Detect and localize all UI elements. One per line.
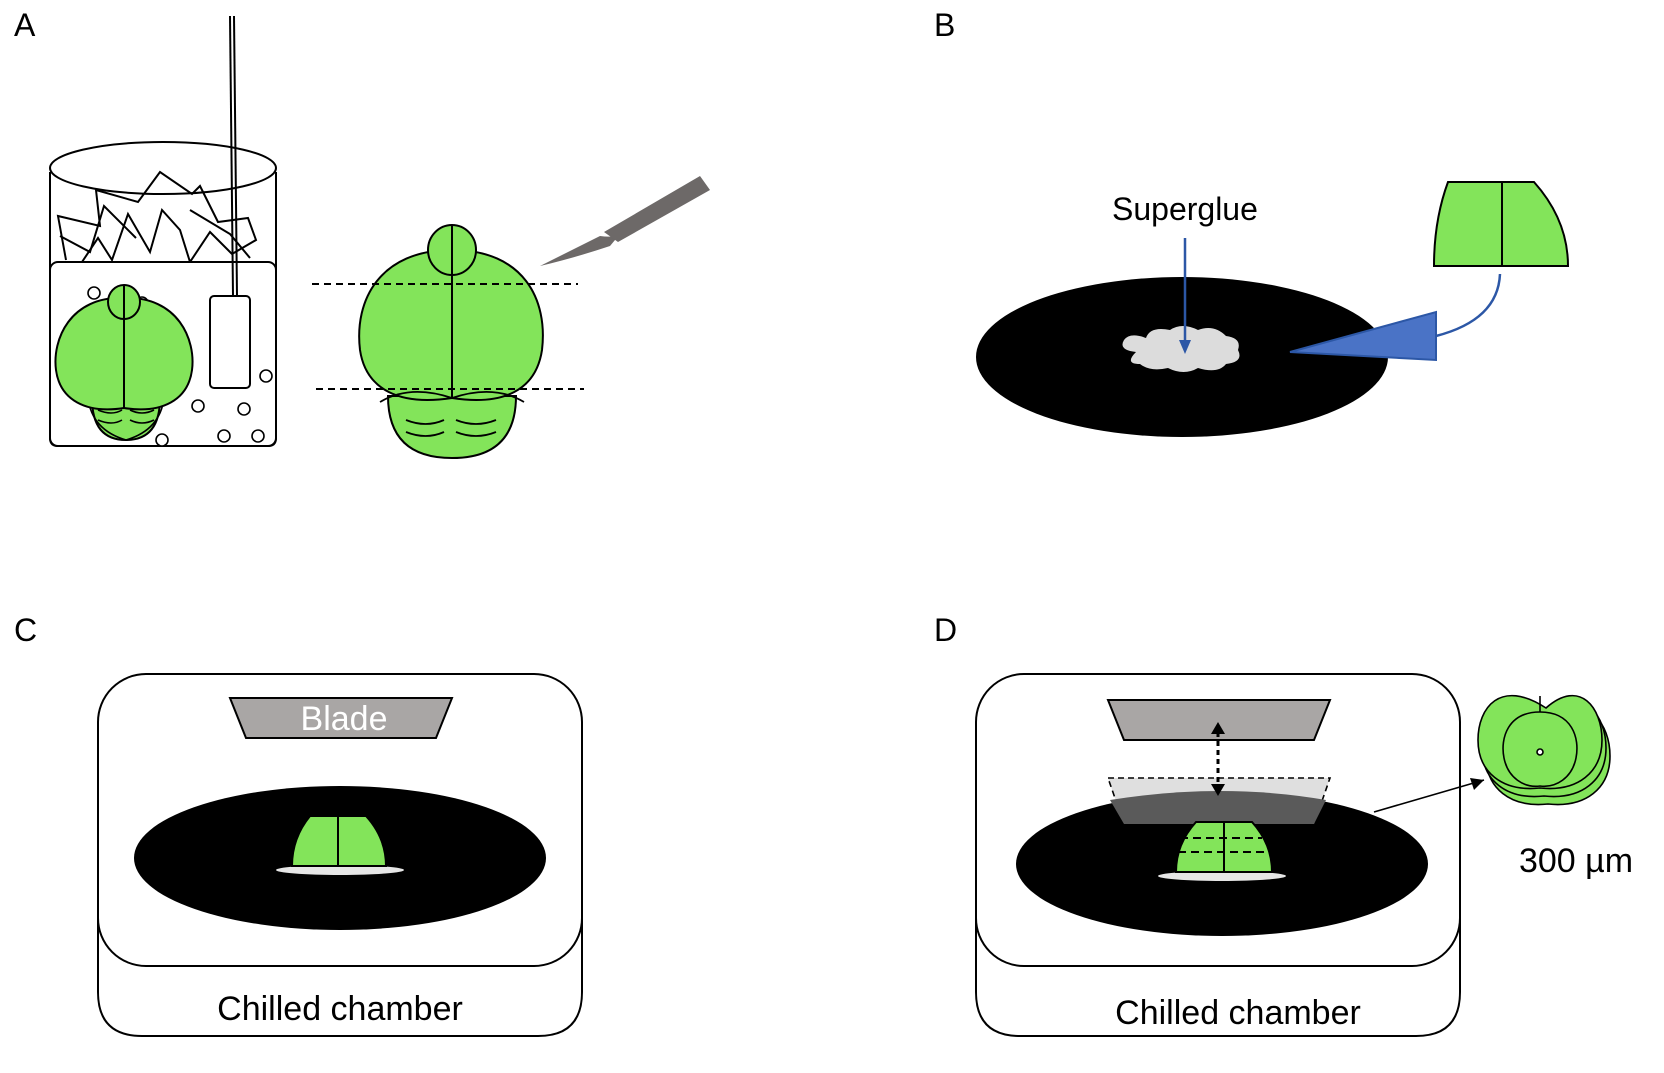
trimmed-brain-block [1432, 181, 1570, 267]
mounted-brain-block [1174, 821, 1274, 873]
blade-label: Blade [301, 700, 388, 738]
slice-arrow [1373, 779, 1485, 813]
dissected-brain [358, 224, 544, 460]
panel-d: D Chilled chamber 300 µm [934, 612, 1633, 1037]
panel-b-letter: B [934, 7, 955, 43]
panel-a: A [14, 7, 710, 460]
gas-tube [229, 15, 234, 297]
mounted-brain-block [290, 815, 388, 867]
chilled-chamber-label: Chilled chamber [217, 990, 463, 1028]
scalpel-icon [540, 176, 710, 266]
slice-thickness-label: 300 µm [1519, 842, 1633, 880]
panel-b: B Superglue [934, 7, 1570, 437]
placement-curve [1435, 273, 1502, 338]
blade-raised [1106, 699, 1332, 741]
superglue-label: Superglue [1112, 191, 1258, 227]
ice-cubes [56, 170, 258, 265]
blade [228, 697, 454, 739]
panel-c-letter: C [14, 612, 37, 648]
air-stone [209, 295, 251, 389]
panel-a-letter: A [14, 7, 36, 43]
superglue-drop [1122, 326, 1240, 372]
brain-slice-stack [1477, 694, 1611, 806]
panel-d-letter: D [934, 612, 957, 648]
chilled-chamber-label: Chilled chamber [1115, 994, 1361, 1032]
superglue-layer [276, 865, 404, 875]
panel-c: C Chilled chamber Blade [14, 612, 583, 1037]
superglue-layer [1158, 871, 1286, 881]
brain-in-bath [54, 284, 194, 442]
